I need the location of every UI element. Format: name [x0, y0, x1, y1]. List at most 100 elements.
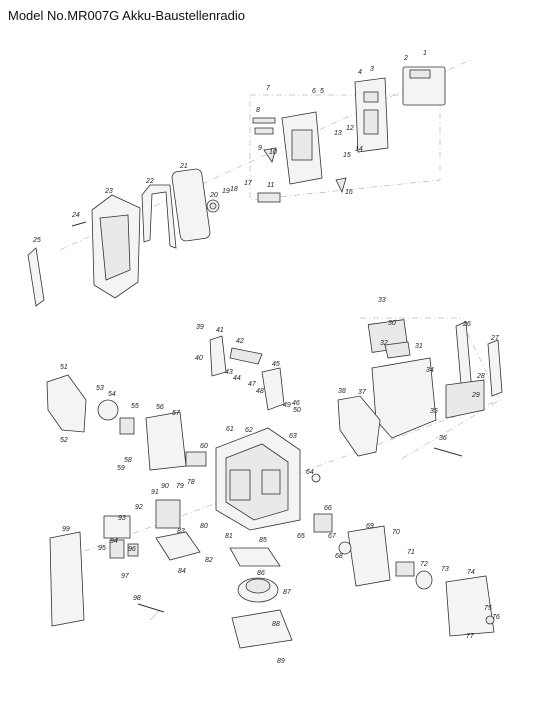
part-number-1: 1: [423, 50, 427, 57]
part-number-90: 90: [161, 483, 169, 490]
part-number-91: 91: [151, 489, 159, 496]
part-number-52: 52: [60, 437, 68, 444]
part-number-43: 43: [225, 369, 233, 376]
part-number-75: 75: [484, 605, 492, 612]
part-number-7: 7: [266, 85, 271, 92]
part-number-28: 28: [476, 373, 485, 380]
handle-assembly: [209, 335, 285, 411]
part-number-71: 71: [407, 549, 415, 556]
part-number-73: 73: [441, 566, 449, 573]
part-number-84: 84: [178, 568, 186, 575]
part-number-44: 44: [233, 375, 241, 382]
part-number-92: 92: [135, 504, 143, 511]
part-number-30: 30: [388, 320, 396, 327]
side-panel-assembly: [46, 374, 207, 471]
part-number-labels: 1234567891011121314151617181920212223242…: [32, 50, 500, 665]
part-number-9: 9: [258, 145, 262, 152]
part-number-31: 31: [415, 343, 423, 350]
lower-right-parts: [338, 525, 495, 637]
part-number-6: 6: [312, 88, 316, 95]
part-number-48: 48: [256, 388, 264, 395]
part-number-72: 72: [420, 561, 428, 568]
part-number-65: 65: [297, 533, 305, 540]
part-number-99: 99: [62, 526, 70, 533]
part-number-11: 11: [267, 182, 274, 189]
part-number-96: 96: [128, 546, 136, 553]
part-number-66: 66: [324, 505, 332, 512]
part-number-29: 29: [471, 392, 480, 399]
part-number-76: 76: [492, 614, 500, 621]
part-number-26: 26: [462, 321, 471, 328]
part-number-50: 50: [293, 407, 301, 414]
lower-left-parts: [49, 499, 181, 627]
part-number-34: 34: [426, 367, 434, 374]
part-number-89: 89: [277, 658, 285, 665]
part-number-85: 85: [259, 537, 267, 544]
part-number-8: 8: [256, 107, 260, 114]
part-number-95: 95: [98, 545, 106, 552]
part-number-57: 57: [172, 410, 181, 417]
part-number-10: 10: [269, 149, 277, 156]
part-number-39: 39: [196, 324, 204, 331]
part-number-24: 24: [71, 212, 80, 219]
part-number-69: 69: [366, 523, 374, 530]
part-number-54: 54: [108, 391, 116, 398]
part-number-47: 47: [248, 381, 257, 388]
part-number-56: 56: [156, 404, 164, 411]
part-number-86: 86: [257, 570, 265, 577]
part-number-22: 22: [145, 178, 154, 185]
part-number-38: 38: [338, 388, 346, 395]
main-housing: [215, 427, 333, 533]
diagram-title: Model No.MR007G Akku-Baustellenradio: [8, 8, 246, 23]
part-number-49: 49: [283, 402, 291, 409]
part-number-83: 83: [177, 528, 185, 535]
part-number-4: 4: [358, 69, 362, 76]
part-number-53: 53: [96, 385, 104, 392]
top-panel-assembly: [27, 66, 446, 307]
part-number-97: 97: [121, 573, 130, 580]
part-number-74: 74: [467, 569, 475, 576]
part-number-59: 59: [117, 465, 125, 472]
part-number-78: 78: [187, 479, 195, 486]
part-number-17: 17: [244, 180, 253, 187]
part-number-64: 64: [306, 469, 314, 476]
part-number-87: 87: [283, 589, 292, 596]
part-number-58: 58: [124, 457, 132, 464]
part-number-45: 45: [272, 361, 280, 368]
part-number-15: 15: [343, 152, 351, 159]
part-number-23: 23: [104, 188, 113, 195]
part-number-88: 88: [272, 621, 280, 628]
speaker-assembly: [155, 531, 293, 649]
part-number-77: 77: [466, 633, 475, 640]
part-number-61: 61: [226, 426, 234, 433]
part-number-27: 27: [490, 335, 500, 342]
part-number-36: 36: [439, 435, 447, 442]
part-number-81: 81: [225, 533, 233, 540]
part-number-93: 93: [118, 515, 126, 522]
part-number-40: 40: [195, 355, 203, 362]
part-number-60: 60: [200, 443, 208, 450]
part-number-67: 67: [328, 533, 337, 540]
part-number-21: 21: [179, 163, 188, 170]
part-number-33: 33: [378, 297, 386, 304]
part-number-12: 12: [346, 125, 354, 132]
part-number-13: 13: [334, 130, 342, 137]
part-number-82: 82: [205, 557, 213, 564]
part-number-5: 5: [320, 88, 324, 95]
part-number-70: 70: [392, 529, 400, 536]
part-number-55: 55: [131, 403, 139, 410]
part-number-94: 94: [110, 538, 118, 545]
part-number-35: 35: [430, 408, 438, 415]
part-number-25: 25: [32, 237, 41, 244]
part-number-3: 3: [370, 66, 374, 73]
part-number-80: 80: [200, 523, 208, 530]
part-number-79: 79: [176, 483, 184, 490]
part-number-16: 16: [345, 189, 353, 196]
part-number-62: 62: [245, 427, 253, 434]
part-number-18: 18: [230, 186, 238, 193]
part-number-32: 32: [380, 340, 388, 347]
part-number-68: 68: [335, 553, 343, 560]
part-number-20: 20: [209, 192, 218, 199]
part-number-42: 42: [236, 338, 244, 345]
